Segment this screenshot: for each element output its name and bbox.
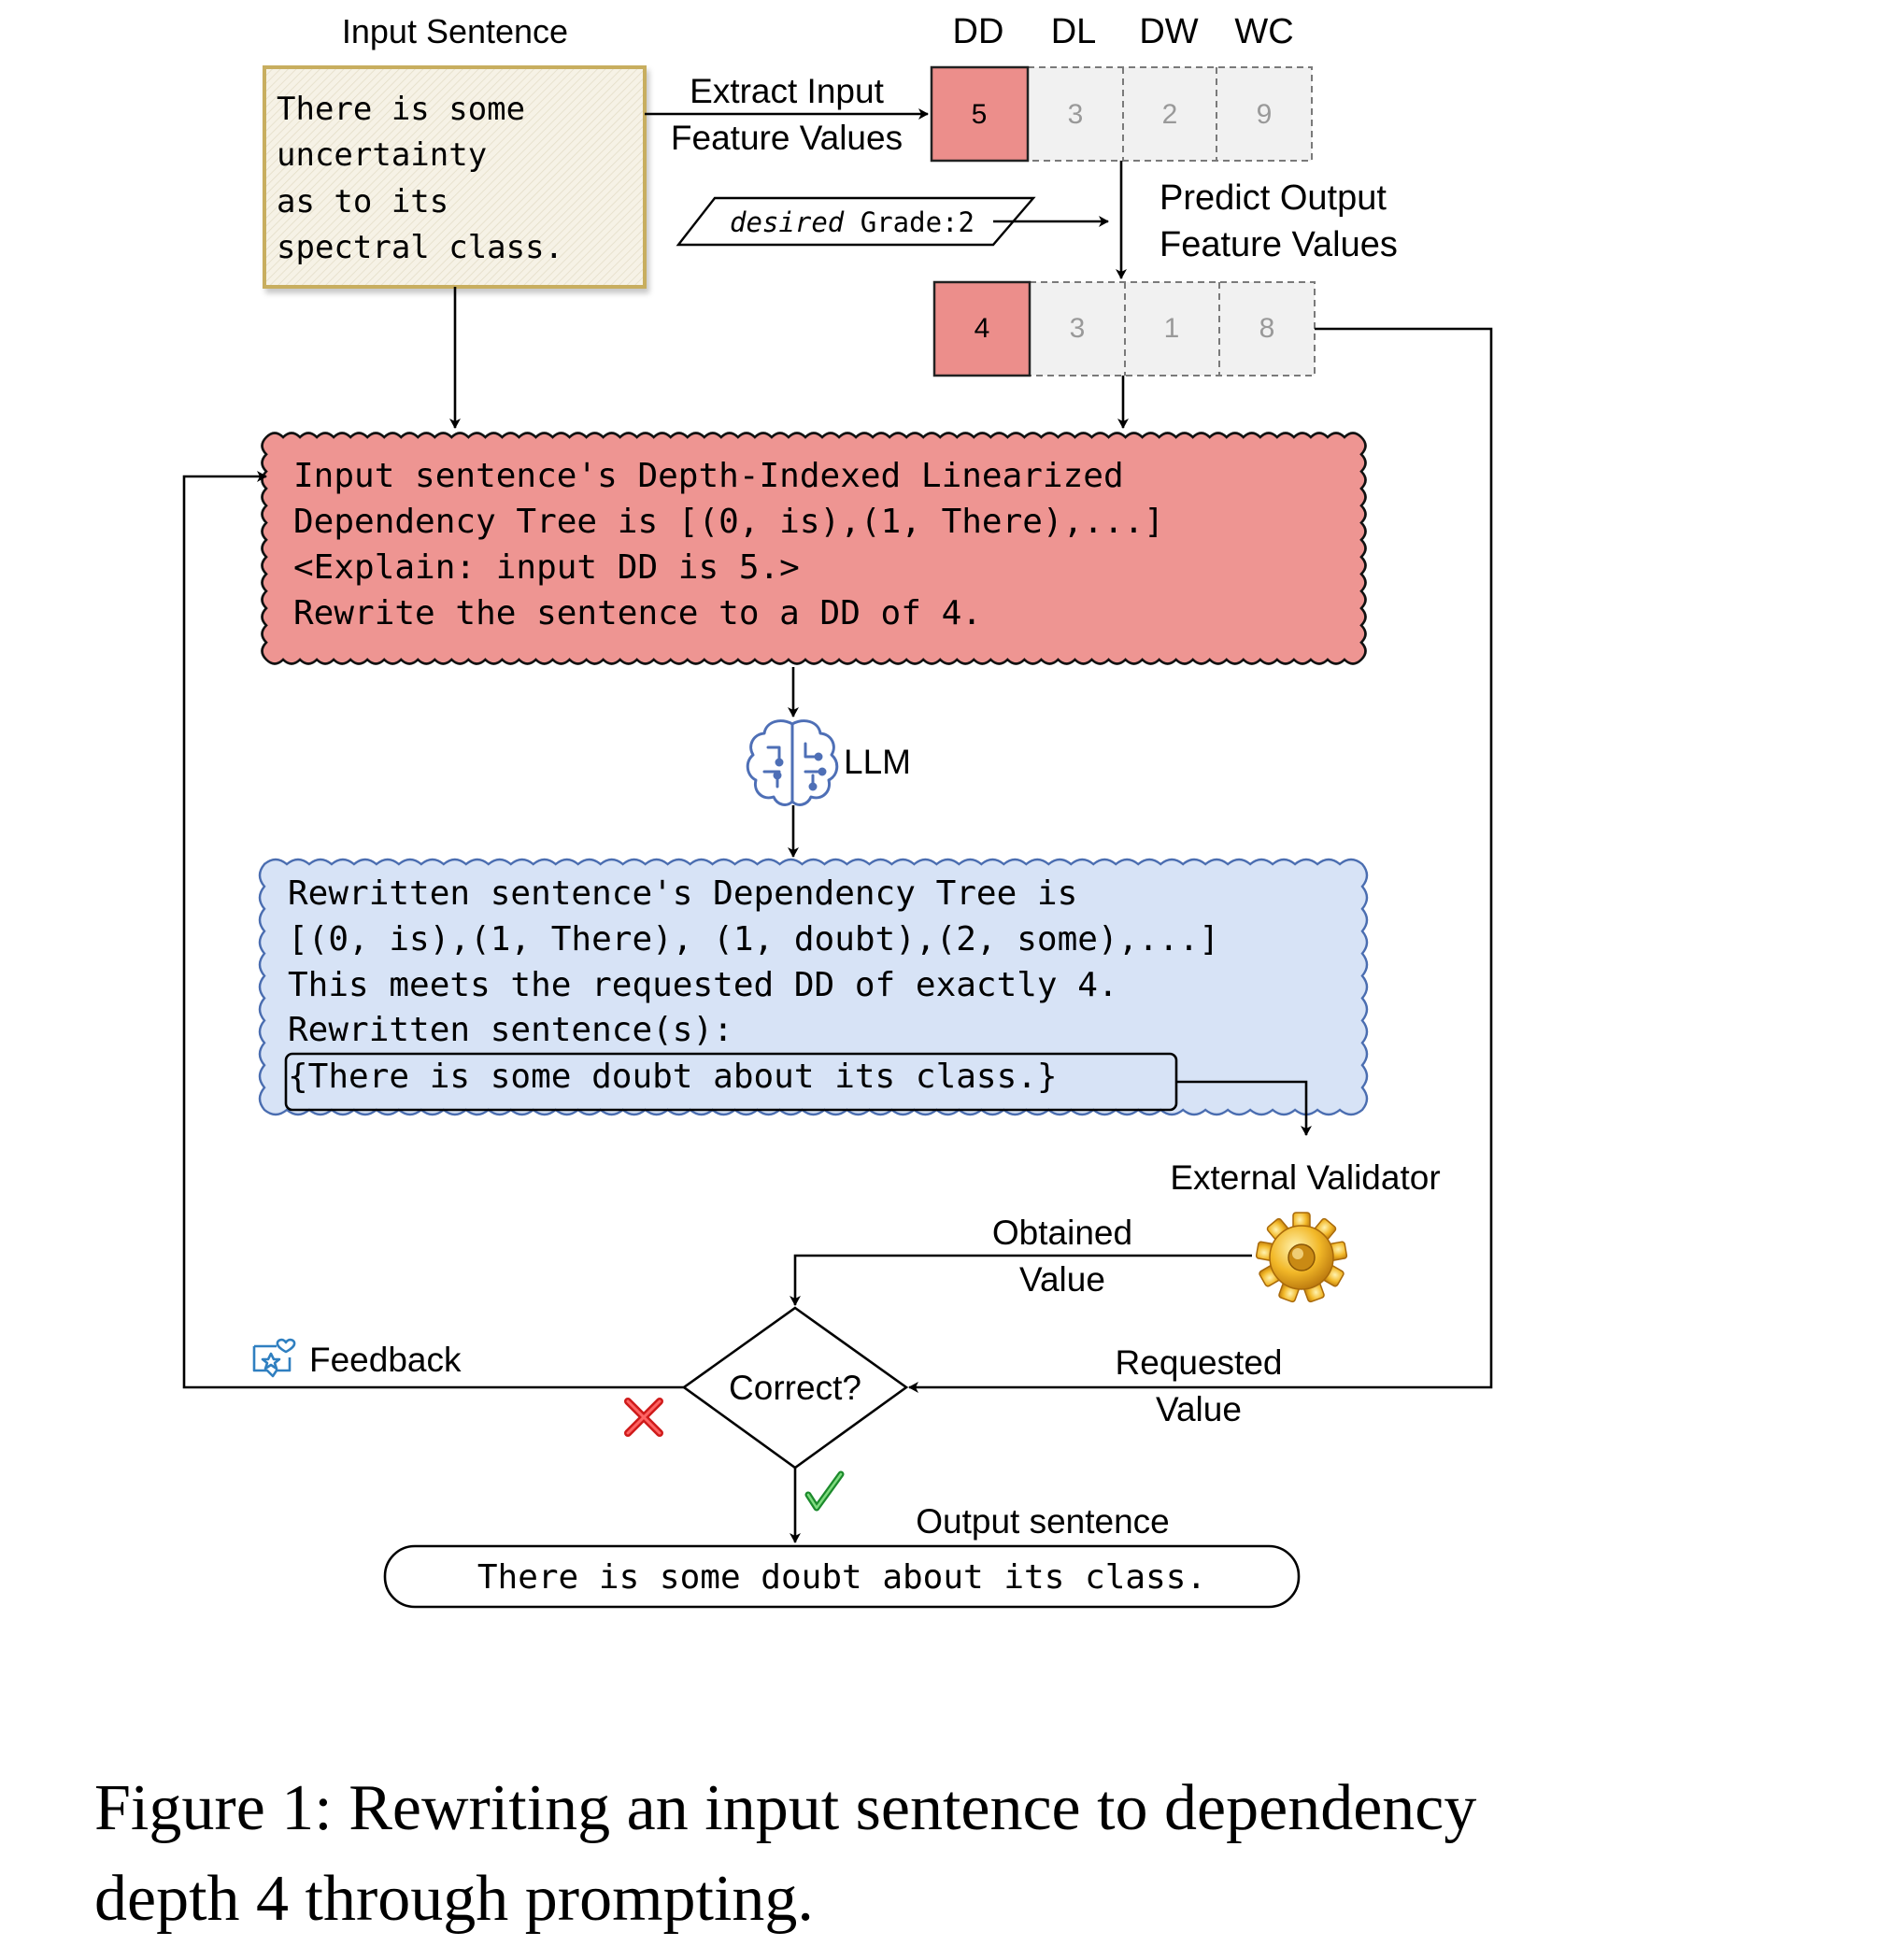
input-line: There is some <box>277 91 525 128</box>
response-line: Rewritten sentence's Dependency Tree is <box>288 874 1077 913</box>
to-validator-arrow <box>1176 1080 1312 1136</box>
output-sentence-text: There is some doubt about its class. <box>477 1558 1206 1597</box>
output-sentence-box <box>383 1544 1301 1609</box>
prompt-line: Dependency Tree is [(0, is),(1, There),.… <box>293 503 1164 541</box>
feedback-label: Feedback <box>309 1341 462 1379</box>
check-icon-highlight <box>806 1472 843 1510</box>
input-dw-value: 2 <box>1162 99 1178 130</box>
input-line: spectral class. <box>277 229 563 266</box>
output-feature-row: 4 3 1 8 <box>932 280 1316 377</box>
requested-value-arrow <box>908 327 1493 1393</box>
input-sentence-text: There is some uncertainty as to its spec… <box>277 91 563 266</box>
predict-label-1: Predict Output <box>1160 178 1387 218</box>
response-text: Rewritten sentence's Dependency Tree is … <box>288 874 1219 1049</box>
input-line: as to its <box>277 183 448 220</box>
input-line: uncertainty <box>277 136 487 174</box>
output-wc-value: 8 <box>1259 313 1275 344</box>
prompt-box <box>261 432 1367 665</box>
desired-grade-text: desired Grade:2 <box>730 206 975 238</box>
input-feature-cells-bg <box>1027 66 1313 162</box>
response-line: [(0, is),(1, There), (1, doubt),(2, some… <box>288 920 1219 959</box>
extract-label-1: Extract Input <box>690 72 884 110</box>
predict-label-2: Feature Values <box>1160 225 1398 264</box>
feature-headers: DD DL DW WC <box>953 12 1294 51</box>
input-feature-row: 5 3 2 9 <box>930 65 1313 163</box>
feature-header-dw: DW <box>1139 12 1198 51</box>
response-line: This meets the requested DD of exactly 4… <box>288 966 1118 1004</box>
output-dw-value: 1 <box>1164 313 1180 344</box>
desired-italic: desired <box>730 206 845 238</box>
gear-icon <box>1255 1212 1348 1303</box>
validator-label: External Validator <box>1170 1158 1440 1197</box>
feature-header-wc: WC <box>1234 12 1293 51</box>
obtained-label-2: Value <box>1019 1260 1105 1299</box>
feature-header-dd: DD <box>953 12 1004 51</box>
feedback-icon <box>252 1338 296 1378</box>
requested-label-1: Requested <box>1116 1343 1283 1382</box>
rewritten-sentence: {There is some doubt about its class.} <box>288 1058 1058 1096</box>
desired-rest: Grade:2 <box>861 206 975 238</box>
feature-header-dl: DL <box>1051 12 1097 51</box>
input-dl-value: 3 <box>1068 99 1084 130</box>
input-sentence-note <box>263 65 647 289</box>
llm-label: LLM <box>844 743 911 781</box>
feedback-arrow <box>182 471 684 1389</box>
response-line: Rewritten sentence(s): <box>288 1011 733 1049</box>
brain-icon <box>746 719 839 806</box>
prompt-text: Input sentence's Depth-Indexed Linearize… <box>293 457 1164 632</box>
output-dl-value: 3 <box>1070 313 1086 344</box>
obtained-value-arrow <box>790 1254 1252 1306</box>
input-sentence-label: Input Sentence <box>342 12 568 50</box>
input-dd-cell <box>930 65 1030 163</box>
figure-caption-line-1: Figure 1: Rewriting an input sentence to… <box>94 1772 1476 1844</box>
prompt-line: <Explain: input DD is 5.> <box>293 548 800 587</box>
input-wc-value: 9 <box>1257 99 1273 130</box>
decision-label: Correct? <box>729 1369 861 1407</box>
output-label: Output sentence <box>916 1502 1170 1541</box>
desired-grade-box <box>676 196 1036 247</box>
output-dd-cell <box>932 280 1031 377</box>
output-dd-value: 4 <box>975 313 990 344</box>
figure-caption-line-2: depth 4 through prompting. <box>94 1863 814 1935</box>
extract-label-2: Feature Values <box>671 119 903 157</box>
prompt-line: Rewrite the sentence to a DD of 4. <box>293 594 982 632</box>
requested-label-2: Value <box>1156 1390 1242 1428</box>
obtained-label-1: Obtained <box>992 1214 1132 1252</box>
prompt-line: Input sentence's Depth-Indexed Linearize… <box>293 457 1124 495</box>
input-dd-value: 5 <box>972 99 988 130</box>
cross-icon <box>624 1398 663 1437</box>
